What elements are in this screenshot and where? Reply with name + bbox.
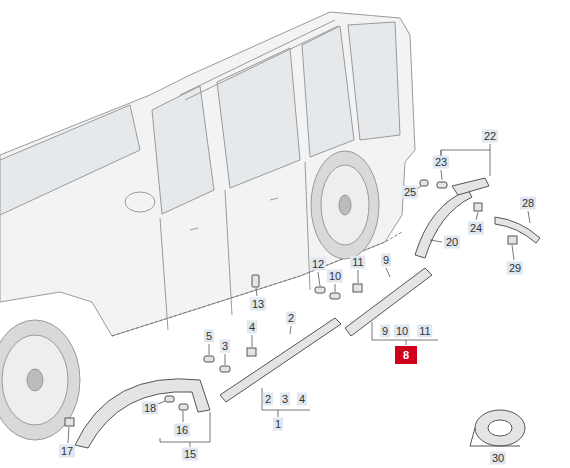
callout-number: 23 [433,156,449,169]
callout-number: 4 [247,321,257,334]
callout-number: 10 [327,270,343,283]
callout-number: 10 [394,325,410,338]
callout-number: 5 [204,330,214,343]
callout-number: 9 [381,254,391,267]
callout-number: 2 [263,393,273,406]
callout-number: 3 [220,340,230,353]
callout-number: 25 [402,186,418,199]
callout-number: 30 [490,452,506,465]
callout-number: 11 [350,256,365,269]
callout-number: 17 [59,445,75,458]
callout-number: 29 [507,262,523,275]
trim-parts [65,178,540,448]
callout-number: 11 [417,325,432,338]
callout-number: 2 [286,312,296,325]
callout-number: 4 [297,393,307,406]
callout-number: 24 [468,222,484,235]
callout-number: 3 [280,393,290,406]
callout-number: 16 [174,424,190,437]
callout-number: 1 [273,418,283,431]
group-callout-box: 8 [395,346,417,364]
callout-number: 22 [482,130,498,143]
leader-lines [68,144,530,447]
callout-number: 8 [403,349,409,361]
vehicle-outline [0,12,415,440]
callout-number: 13 [250,298,266,311]
callout-number: 9 [380,325,390,338]
callout-number: 18 [142,402,158,415]
callout-number: 12 [310,258,326,271]
callout-number: 15 [182,448,198,461]
callout-number: 20 [444,236,460,249]
callout-number: 28 [520,197,536,210]
